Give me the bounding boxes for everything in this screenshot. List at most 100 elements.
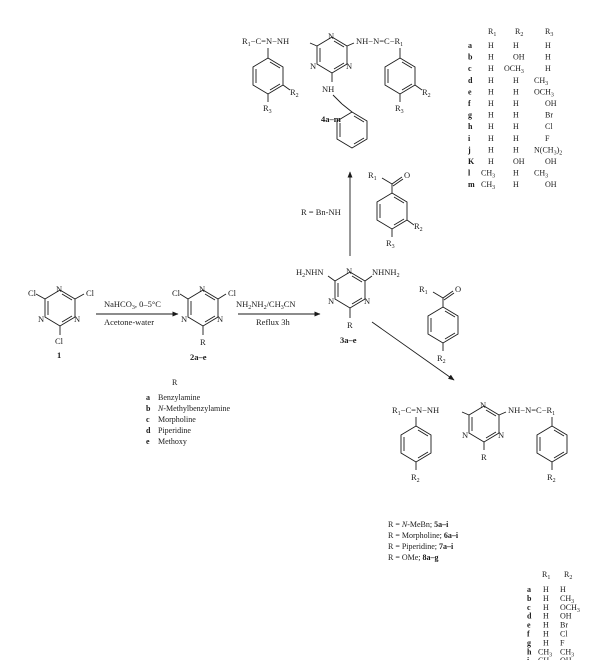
table-5-row-id: g xyxy=(527,638,531,647)
atom-o: O xyxy=(404,170,410,180)
table-4-cell-r3: Br xyxy=(545,111,553,120)
step2-condition-bottom: Reflux 3h xyxy=(256,317,291,327)
r-legend-key: c xyxy=(146,415,150,424)
atom-n: N xyxy=(56,284,62,294)
table-4-row-id: d xyxy=(468,76,473,85)
atom-n: N xyxy=(328,31,334,41)
table-4-header: R2 xyxy=(515,27,523,38)
table-5-cell-r1: H xyxy=(543,638,549,647)
table-5-cell-r2: OH xyxy=(560,612,572,621)
table-5-cell-r2: OCH3 xyxy=(560,603,580,614)
table-4-cell-r3: CH3 xyxy=(534,76,548,87)
r-legend-value: Morpholine xyxy=(158,415,196,424)
table-4-cell-r1: H xyxy=(488,41,494,50)
hydrazone-right: NH−N=C−R1 xyxy=(356,36,403,48)
atom-cl: Cl xyxy=(28,288,37,298)
table-5-row-id: i xyxy=(527,656,530,660)
table-5: R1 R2 xyxy=(542,570,572,581)
table-5-cell-r1: H xyxy=(543,594,549,603)
atom-n: N xyxy=(199,284,205,294)
table-4-cell-r1: H xyxy=(488,53,494,62)
atom-r: R xyxy=(347,320,353,330)
table-5-cell-r1: H xyxy=(543,603,549,612)
table-4-cell-r2: H xyxy=(513,145,519,154)
table-4-row-id: a xyxy=(468,41,472,50)
table-4-cell-r3: CH3 xyxy=(534,169,548,180)
table-4-cell-r3: H xyxy=(545,41,551,50)
table-5-rows: aHHbHCH3cHOCH3dHOHeHBrfHClgHFhCH3CH3iCH3… xyxy=(527,585,580,660)
table-5-cell-r1: H xyxy=(543,621,549,630)
r-legend-value: Piperidine xyxy=(158,426,191,435)
table-5-cell-r2: Cl xyxy=(560,630,568,639)
reaction-arrow-4 xyxy=(371,321,455,381)
compound-3-structure: H2NHN NHNH2 R N N N 3a–e xyxy=(296,266,400,345)
table-4-header: R1 xyxy=(488,27,496,38)
table-4-cell-r3: N(CH3)2 xyxy=(534,145,562,156)
substituent-r3: R3 xyxy=(263,103,272,115)
table-5-cell-r1: CH3 xyxy=(538,647,552,658)
table-4-cell-r3: H xyxy=(545,64,551,73)
table-5-cell-r1: H xyxy=(543,612,549,621)
table-5-header: R2 xyxy=(564,570,572,581)
r-legend-key: a xyxy=(146,393,150,402)
substituent-r2: R2 xyxy=(437,353,446,365)
table-4-cell-r2: H xyxy=(513,169,519,178)
table-4-cell-r1: CH3 xyxy=(481,180,495,191)
table-4-cell-r1: H xyxy=(488,122,494,131)
table-4-row-id: m xyxy=(468,180,475,189)
table-4-cell-r2: H xyxy=(513,99,519,108)
step2-condition-top: NH2NH2/CH3CN xyxy=(236,299,296,311)
r-series-item: R = Morpholine; 6a–i xyxy=(388,531,459,540)
table-4-row-id: c xyxy=(468,64,472,73)
r-legend-header: R xyxy=(172,378,178,387)
table-5-header: R1 xyxy=(542,570,550,581)
table-4-cell-r1: H xyxy=(488,99,494,108)
substituent-r2: R2 xyxy=(414,221,423,233)
table-4-cell-r3: H xyxy=(545,53,551,62)
atom-n: N xyxy=(462,430,468,440)
substituent-r2: R2 xyxy=(411,472,420,484)
atom-cl: Cl xyxy=(86,288,95,298)
table-4-row-id: h xyxy=(468,122,473,131)
table-4-row-id: j xyxy=(467,145,471,154)
table-4-row-id: g xyxy=(468,111,472,120)
table-4-cell-r2: H xyxy=(513,134,519,143)
r-legend-key: b xyxy=(146,404,151,413)
substituent-r1: R1 xyxy=(368,170,377,182)
table-4-cell-r2: H xyxy=(513,180,519,189)
substituent-r3: R3 xyxy=(386,238,395,250)
table-5-cell-r2: Br xyxy=(560,621,568,630)
r-legend-value: Benzylamine xyxy=(158,393,201,402)
compound-4-label: 4a–m xyxy=(321,114,341,124)
table-4-cell-r3: OH xyxy=(545,99,557,108)
atom-n: N xyxy=(328,296,334,306)
table-4-cell-r1: CH3 xyxy=(481,169,495,180)
compound-4-structure: N N N R1−C=N−NH NH−N=C−R1 R2 R3 R2 R3 NH xyxy=(242,31,431,149)
table-5-row-id: b xyxy=(527,594,532,603)
atom-n: N xyxy=(364,296,370,306)
atom-n: N xyxy=(74,314,80,324)
compound-2-structure: Cl Cl R N N N 2a–e xyxy=(172,284,237,362)
table-4-row-id: f xyxy=(468,99,471,108)
table-4-cell-r3: OH xyxy=(545,180,557,189)
table-4-cell-r2: H xyxy=(513,76,519,85)
table-4-cell-r1: H xyxy=(488,76,494,85)
table-4-row-id: l xyxy=(468,169,471,178)
atom-r: R xyxy=(481,452,487,462)
table-5-row-id: h xyxy=(527,647,532,656)
substituent-r2: R2 xyxy=(547,472,556,484)
atom-n: N xyxy=(346,61,352,71)
table-4-cell-r1: H xyxy=(488,111,494,120)
table-4-row-id: K xyxy=(468,157,475,166)
r-series-item: R = N-MeBn; 5a–i xyxy=(388,520,449,529)
atom-r: R xyxy=(200,337,206,347)
table-4-cell-r1: H xyxy=(488,145,494,154)
table-4: R1 R2 R3 xyxy=(488,27,553,38)
r-legend: R a Benzylamine b N-Methylbenzylamine c … xyxy=(146,378,230,446)
r-legend-value: N-Methylbenzylamine xyxy=(157,404,230,413)
table-4-cell-r3: Cl xyxy=(545,122,553,131)
reagent-aldehyde-5: O R1 R2 xyxy=(419,284,461,365)
table-5-cell-r2: CH3 xyxy=(560,594,574,605)
